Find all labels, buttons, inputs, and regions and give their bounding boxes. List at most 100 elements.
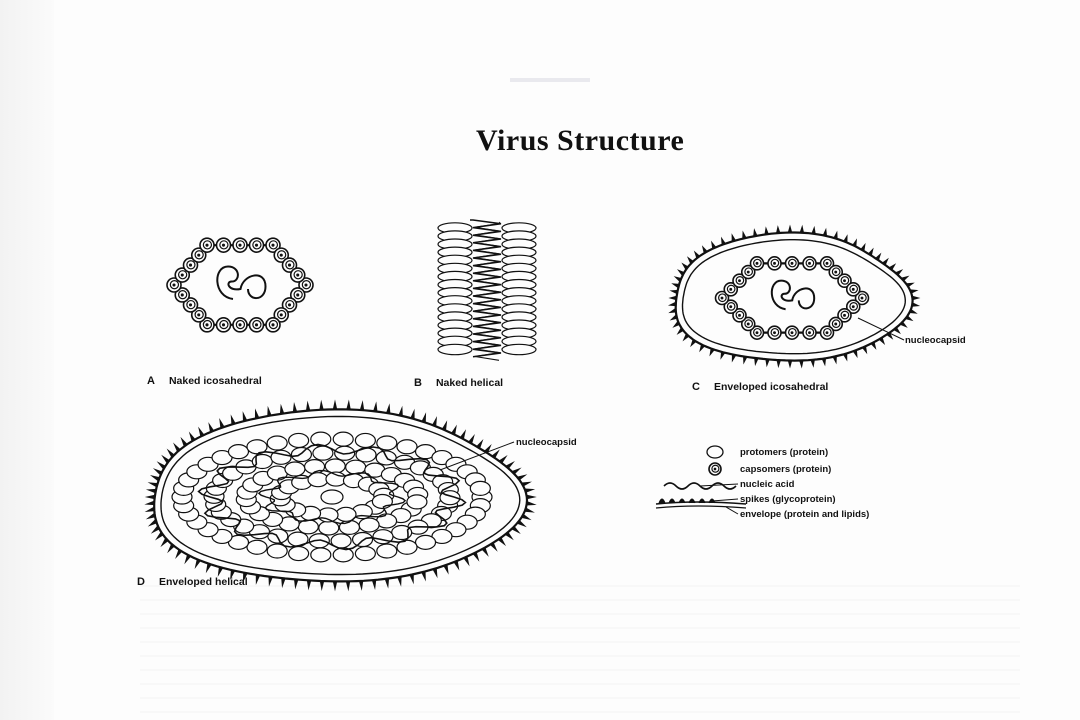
spike (255, 574, 261, 585)
spike (463, 556, 470, 567)
spike (799, 224, 805, 233)
spike (410, 408, 415, 420)
capsomer-core (279, 253, 283, 257)
spike (332, 399, 338, 410)
spike (811, 225, 816, 235)
protomer (227, 444, 250, 460)
spike (144, 494, 155, 500)
capsomer-core (746, 322, 750, 326)
protomer (469, 480, 491, 496)
capsomer-ring (285, 260, 295, 270)
capsomer-ring (252, 319, 262, 330)
protomer (324, 458, 346, 474)
capsomer-ring (823, 258, 832, 268)
capsomer-ring (718, 293, 727, 303)
spike (443, 564, 449, 575)
spike (731, 354, 737, 363)
spike (294, 579, 299, 590)
spike (910, 289, 919, 294)
protomer (246, 439, 268, 455)
caption-d-letter: D (137, 576, 145, 588)
spike (526, 494, 537, 500)
capsomer-core (825, 261, 829, 265)
capsomer-core (271, 243, 275, 247)
capsomer-core (843, 313, 846, 317)
protomer (266, 543, 288, 559)
spike (147, 519, 158, 527)
capsomer-ring (293, 289, 303, 300)
caption-a-text: Naked icosahedral (168, 375, 262, 387)
spike (254, 408, 260, 419)
nucleocapsid-label-d: nucleocapsid (516, 437, 577, 448)
spike (743, 356, 748, 365)
spike (799, 360, 804, 369)
caption-b-letter: B (414, 377, 422, 389)
capsomer-ring (177, 270, 188, 280)
capsomer-ring (840, 310, 850, 320)
caption-b-text: Naked helical (435, 377, 504, 389)
spike (306, 580, 312, 591)
capsomer-core (221, 243, 226, 247)
spike (359, 400, 365, 411)
leader-lines (439, 317, 905, 515)
spike (671, 283, 680, 289)
protomer (354, 545, 376, 562)
capsomer-ring (770, 327, 780, 337)
capsomer-core (834, 322, 838, 326)
spike (431, 416, 437, 427)
spike (472, 551, 480, 562)
spike (208, 422, 215, 433)
spike (267, 405, 272, 417)
spike (821, 358, 827, 367)
capsomer-core (238, 243, 242, 247)
capsomer-core (851, 305, 855, 309)
leader-envelope (725, 506, 739, 515)
spike (822, 227, 828, 237)
capsomer-ring (235, 240, 246, 250)
capsomer-core (287, 263, 292, 267)
capsomer-ring (840, 276, 850, 285)
protomer (345, 459, 367, 475)
naked-icosahedral-figure (166, 237, 314, 333)
capsomer-core (205, 323, 209, 327)
scan-edge (0, 0, 54, 720)
protomer (288, 432, 310, 449)
spike (468, 434, 475, 444)
protomer (354, 432, 376, 449)
capsomer-core (729, 287, 733, 291)
spike (409, 574, 414, 585)
spike (242, 572, 248, 583)
capsomer-core (254, 243, 259, 247)
spike (386, 403, 391, 414)
protomer (310, 547, 332, 563)
capsomer-core (738, 279, 741, 283)
spike (292, 402, 298, 413)
nucleic-acid (474, 221, 501, 361)
spike (198, 426, 205, 437)
caption-b: B Naked helical (414, 377, 503, 389)
spike (152, 468, 163, 476)
spike (742, 230, 747, 239)
spike (281, 577, 286, 589)
spike (242, 411, 248, 422)
protomer (501, 343, 537, 356)
protomer (376, 435, 398, 451)
protomer (332, 431, 354, 447)
capsomer-core (180, 293, 184, 297)
capsomer-core (834, 270, 838, 274)
spike (373, 401, 378, 412)
spike (319, 399, 324, 410)
capsomer-core (287, 303, 292, 307)
capsomer-core (790, 261, 794, 265)
capsomer-ring (805, 258, 815, 268)
capsomer-core (860, 296, 864, 300)
envelope-inner (160, 415, 521, 576)
capsomer-ring (858, 293, 867, 303)
spike (398, 405, 403, 417)
legend-symbols (655, 445, 747, 509)
protomer (371, 493, 393, 510)
capsomer-core (843, 279, 846, 283)
capsomer-ring (805, 327, 815, 337)
spike (230, 569, 236, 580)
